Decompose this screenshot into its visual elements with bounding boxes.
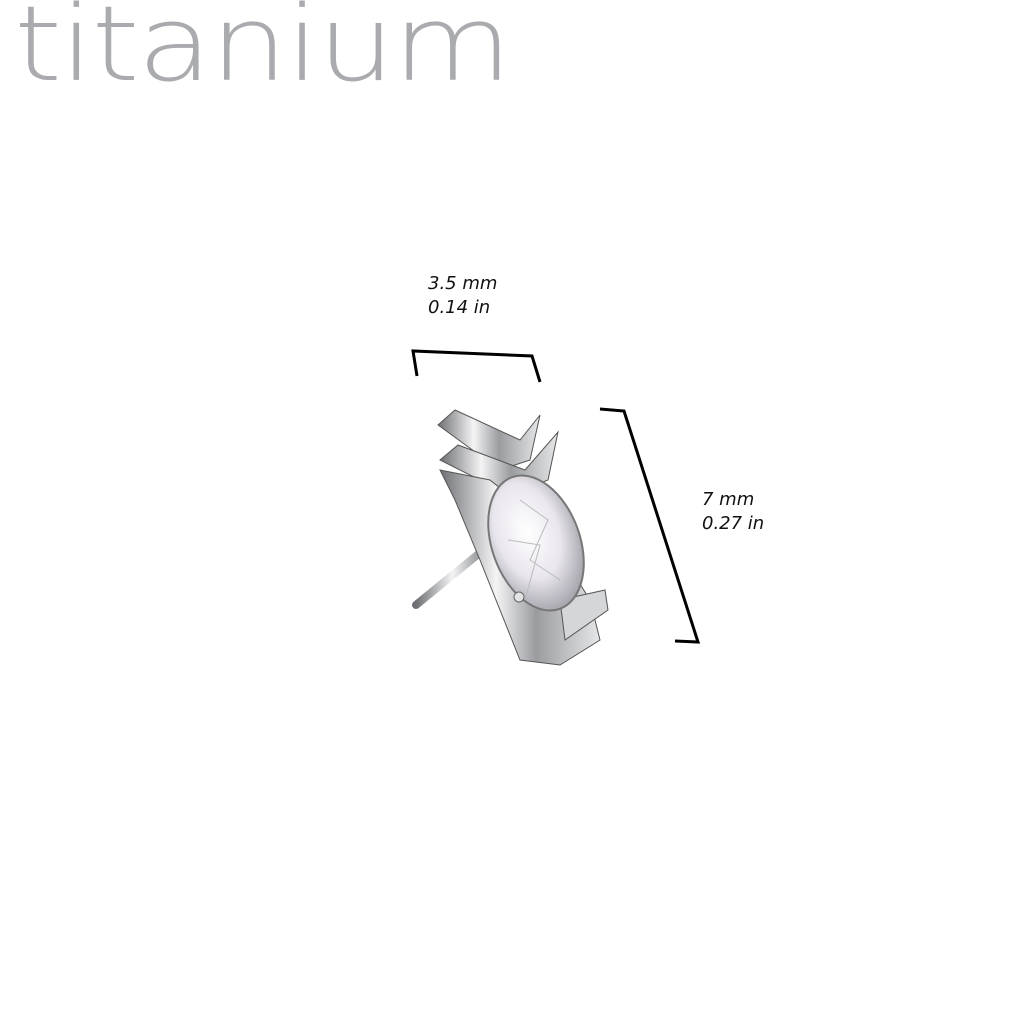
height-bracket [599,407,701,644]
width-dimension-label: 3.5 mm 0.14 in [428,272,497,320]
oval-gem [487,474,585,612]
prong-tip [513,591,525,603]
width-in: 0.14 in [428,297,491,318]
brand-logo: titanium [14,0,512,105]
width-bracket [411,349,542,383]
height-dimension-label: 7 mm 0.27 in [702,488,764,536]
height-mm: 7 mm [702,489,755,510]
width-mm: 3.5 mm [428,273,498,294]
height-in: 0.27 in [702,513,765,534]
